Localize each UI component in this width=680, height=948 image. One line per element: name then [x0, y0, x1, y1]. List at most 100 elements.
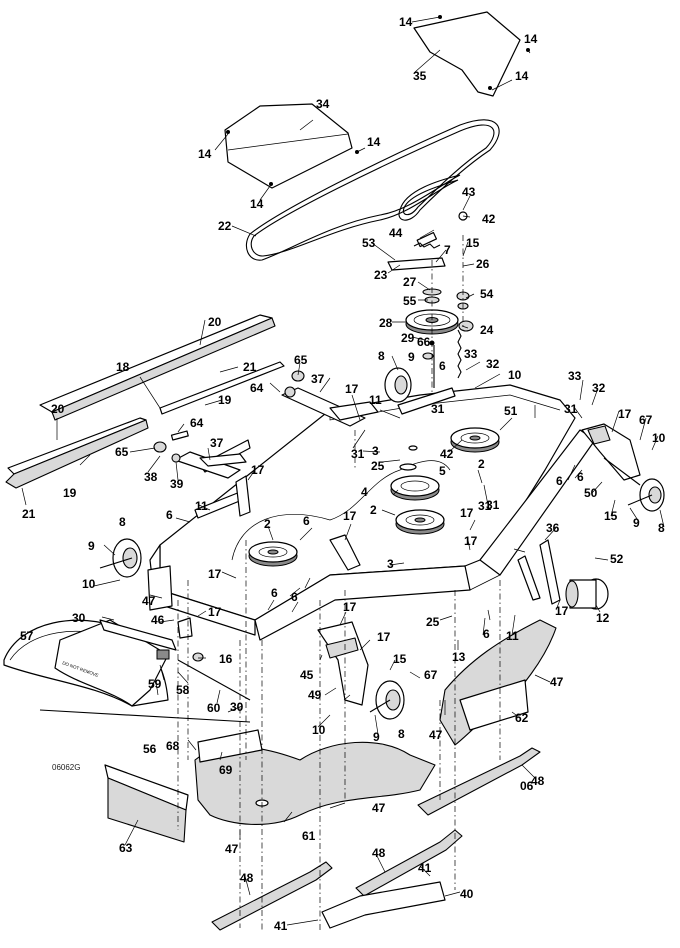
- callout: 50: [584, 486, 598, 500]
- callout: 19: [63, 486, 77, 500]
- callout: 14: [198, 147, 212, 161]
- belt-cover-left-34: [224, 103, 353, 189]
- callout: 32: [592, 381, 606, 395]
- callout: 68: [166, 739, 180, 753]
- callout: 10: [652, 431, 666, 445]
- callout: 9: [373, 730, 380, 744]
- callout: 6: [439, 359, 446, 373]
- callout: 17: [251, 463, 265, 477]
- callout: 20: [51, 402, 65, 416]
- callout: 7: [444, 243, 451, 257]
- callout: 34: [316, 97, 330, 111]
- callout: 38: [144, 470, 158, 484]
- callout: 26: [476, 257, 490, 271]
- callout: 65: [115, 445, 129, 459]
- callout: 36: [546, 521, 560, 535]
- drive-belt-22: [245, 119, 500, 261]
- callout: 9: [633, 516, 640, 530]
- side-rails-18-19: [5, 314, 285, 489]
- callout: 49: [308, 688, 322, 702]
- callout: 55: [403, 294, 417, 308]
- assembly-centerlines: [177, 235, 501, 930]
- callout: 65: [294, 353, 308, 367]
- callout: 33: [464, 347, 478, 361]
- callout: 24: [480, 323, 494, 337]
- callout: 13: [452, 650, 466, 664]
- callout: 11: [369, 393, 382, 407]
- callout: 6: [577, 470, 584, 484]
- callout: 31: [478, 499, 492, 513]
- callout: 57: [20, 629, 34, 643]
- callout: 42: [482, 212, 496, 226]
- callout: 10: [508, 368, 522, 382]
- callout: 5: [439, 464, 446, 478]
- callout: 64: [250, 381, 264, 395]
- callout: 41: [274, 919, 288, 933]
- belt-cover-right-35: [413, 11, 521, 97]
- callout: 40: [460, 887, 474, 901]
- blades-48: [211, 747, 541, 931]
- callout: 45: [300, 668, 314, 682]
- callout: 44: [389, 226, 403, 240]
- callout: 25: [371, 459, 385, 473]
- callout: 66: [417, 335, 431, 349]
- callout: 17: [377, 630, 391, 644]
- callout: 6: [271, 586, 278, 600]
- callout: 6: [483, 627, 490, 641]
- callout: 10: [82, 577, 96, 591]
- callout: 18: [116, 360, 130, 374]
- callout: 06: [520, 779, 534, 793]
- callout: 62: [515, 711, 529, 725]
- callout: 15: [604, 509, 618, 523]
- callout: 2: [478, 457, 485, 471]
- callout: 31: [431, 402, 445, 416]
- callout: 54: [480, 287, 494, 301]
- callout: 31: [486, 498, 500, 512]
- leader-lines: [21, 16, 665, 926]
- callout: 14: [515, 69, 529, 83]
- callout: 2: [370, 503, 377, 517]
- callout: 6: [303, 514, 310, 528]
- callout: 12: [596, 611, 610, 625]
- callout: 15: [393, 652, 407, 666]
- callout: 53: [362, 236, 376, 250]
- callout: 32: [486, 357, 500, 371]
- callout: 42: [440, 447, 454, 461]
- callout: 16: [219, 652, 233, 666]
- callout: 29: [401, 331, 415, 345]
- callout: 8: [398, 727, 405, 741]
- callout: 60: [207, 701, 221, 715]
- callout: 11: [195, 499, 208, 513]
- callout: 67: [424, 668, 438, 682]
- callout: 4: [361, 485, 368, 499]
- callout: 21: [243, 360, 257, 374]
- callout: 14: [367, 135, 381, 149]
- callout: 47: [142, 594, 156, 608]
- callout: 47: [429, 728, 443, 742]
- callout: 25: [426, 615, 440, 629]
- callout: 14: [399, 15, 413, 29]
- callout: 17: [343, 600, 357, 614]
- callout: 22: [218, 219, 232, 233]
- callout: 20: [208, 315, 222, 329]
- mount-arm-37-lower: [174, 451, 247, 479]
- callout: 14: [524, 32, 538, 46]
- callout: 33: [568, 369, 582, 383]
- callout: 46: [151, 613, 165, 627]
- callout: 17: [555, 604, 569, 618]
- callout: 11: [506, 629, 519, 643]
- callout: 30: [72, 611, 86, 625]
- callout: 35: [413, 69, 427, 83]
- callout: 37: [311, 372, 325, 386]
- callout: 3: [372, 444, 379, 458]
- callout: 8: [658, 521, 665, 535]
- callout: 51: [504, 404, 518, 418]
- callout: 21: [22, 507, 36, 521]
- spindle-pulleys: [248, 427, 500, 567]
- small-brackets: [147, 565, 193, 639]
- callout: 17: [208, 605, 222, 619]
- callout: 56: [143, 742, 157, 756]
- callout: 30: [230, 700, 244, 714]
- callout: 27: [403, 275, 417, 289]
